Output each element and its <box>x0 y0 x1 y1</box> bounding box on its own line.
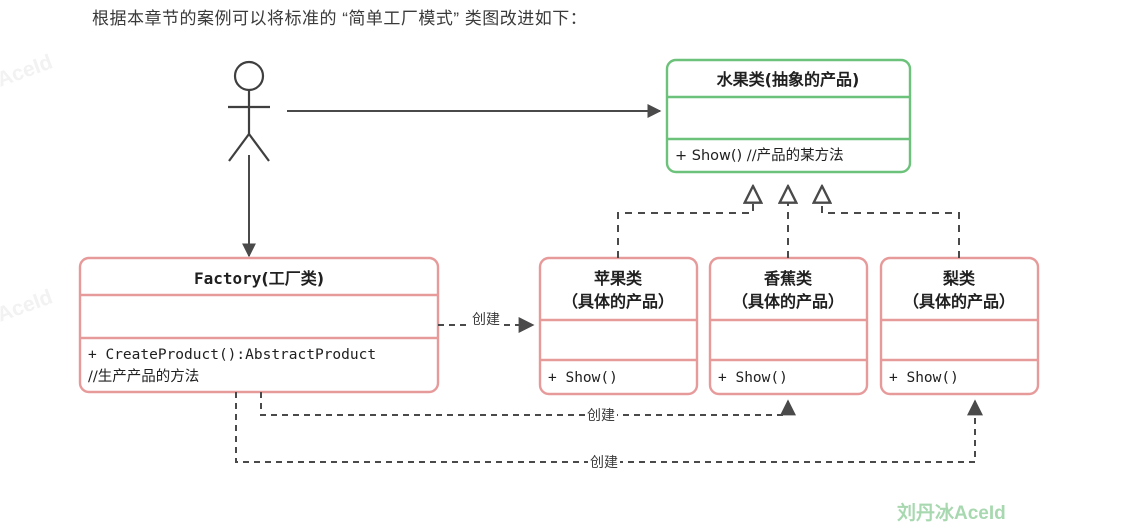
edge-realization-apple <box>617 186 753 258</box>
create-label-apple-front: 创建 <box>472 312 500 328</box>
banana-title-line2: （具体的产品） <box>732 292 844 311</box>
edge-create-apple: 创建 <box>438 311 535 333</box>
apple-title-line2: （具体的产品） <box>562 292 674 311</box>
class-box-concrete-product-banana[interactable]: 香蕉类 （具体的产品） + Show() <box>708 256 869 396</box>
class-box-abstract-product[interactable]: 水果类(抽象的产品) + Show() //产品的某方法 <box>665 58 912 174</box>
class-box-concrete-product-apple[interactable]: 苹果类 （具体的产品） + Show() <box>538 256 699 396</box>
factory-title: Factory(工厂类) <box>194 269 324 288</box>
class-box-concrete-product-pear[interactable]: 梨类 （具体的产品） + Show() <box>879 256 1040 396</box>
factory-title-cn: (工厂类) <box>261 269 324 288</box>
banana-title-line1: 香蕉类 <box>763 269 813 288</box>
edge-create-banana: 创建 <box>260 392 796 424</box>
apple-title-line1: 苹果类 <box>594 269 643 288</box>
abstract-product-title: 水果类(抽象的产品) <box>717 70 860 89</box>
abstract-product-method-0: + Show() //产品的某方法 <box>675 147 844 164</box>
pear-title-line2: （具体的产品） <box>903 292 1015 311</box>
watermark-brand: 刘丹冰AceId <box>897 503 1006 524</box>
create-label-banana-front: 创建 <box>587 408 615 424</box>
factory-title-mono: Factory <box>194 269 262 288</box>
pear-title-line1: 梨类 <box>942 269 976 288</box>
apple-method-0: + Show() <box>548 370 618 386</box>
edge-labels-front: 创建 创建 创建 <box>472 312 618 471</box>
edge-label-masks <box>470 311 620 472</box>
edge-realization-pear <box>822 186 960 258</box>
factory-method-0: + CreateProduct():AbstractProduct <box>88 347 376 363</box>
page-caption: 根据本章节的案例可以将标准的 “简单工厂模式” 类图改进如下： <box>92 9 588 28</box>
banana-method-0: + Show() <box>718 370 788 386</box>
factory-method-1: //生产产品的方法 <box>88 368 199 385</box>
pear-method-0: + Show() <box>889 370 959 386</box>
actor-stick-figure <box>228 60 270 162</box>
class-box-factory[interactable]: Factory(工厂类) + CreateProduct():AbstractP… <box>78 256 440 394</box>
create-label-pear-front: 创建 <box>590 455 618 471</box>
